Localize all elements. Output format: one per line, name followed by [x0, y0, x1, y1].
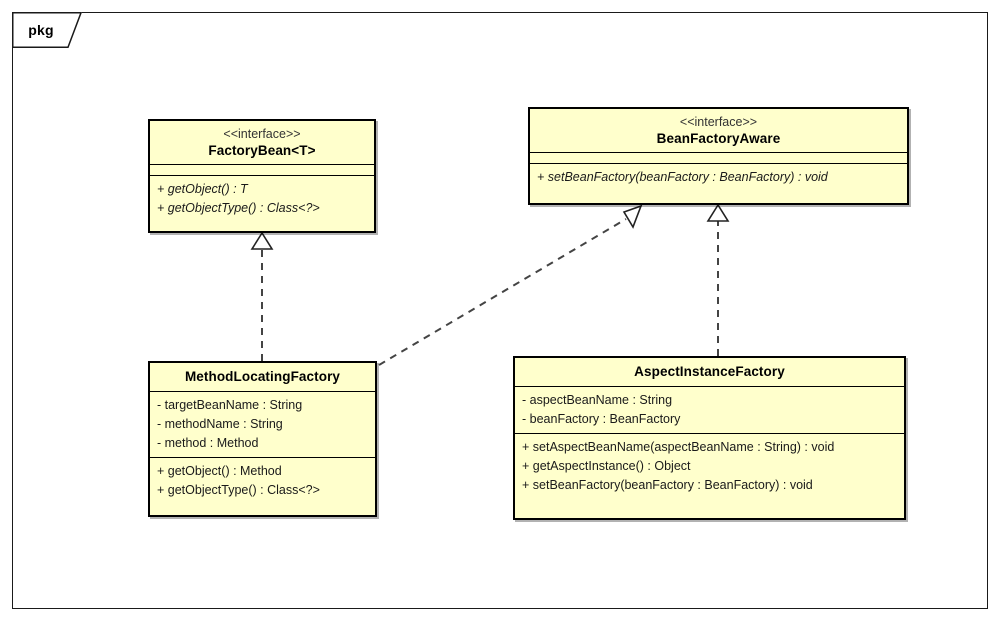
class-stereotype: <<interface>> [223, 127, 301, 141]
class-box-aspectinstancefactory[interactable]: AspectInstanceFactory - aspectBeanName :… [513, 356, 906, 520]
attributes-compartment [150, 164, 374, 175]
attributes-compartment [530, 152, 907, 163]
attribute-row: - method : Method [157, 436, 259, 451]
attribute-row: - targetBeanName : String [157, 398, 303, 413]
class-box-beanfactoryaware[interactable]: <<interface>> BeanFactoryAware + setBean… [528, 107, 909, 205]
attribute-row: - beanFactory : BeanFactory [522, 412, 681, 427]
operation-row: + getAspectInstance() : Object [522, 459, 691, 474]
operations-compartment: + setAspectBeanName(aspectBeanName : Str… [515, 433, 904, 499]
operation-row: + setBeanFactory(beanFactory : BeanFacto… [537, 170, 828, 185]
operation-row: + setBeanFactory(beanFactory : BeanFacto… [522, 478, 813, 493]
attribute-row: - methodName : String [157, 417, 283, 432]
package-frame [12, 12, 988, 609]
class-header: MethodLocatingFactory [150, 363, 375, 391]
class-title: FactoryBean<T> [208, 143, 316, 158]
class-box-factorybean[interactable]: <<interface>> FactoryBean<T> + getObject… [148, 119, 376, 233]
package-label: pkg [28, 22, 54, 38]
operation-row: + getObject() : Method [157, 464, 282, 479]
class-box-methodlocatingfactory[interactable]: MethodLocatingFactory - targetBeanName :… [148, 361, 377, 517]
class-header: <<interface>> BeanFactoryAware [530, 109, 907, 152]
attributes-compartment: - targetBeanName : String - methodName :… [150, 391, 375, 457]
operations-compartment: + setBeanFactory(beanFactory : BeanFacto… [530, 163, 907, 191]
operation-row: + getObjectType() : Class<?> [157, 201, 320, 216]
attributes-compartment: - aspectBeanName : String - beanFactory … [515, 386, 904, 433]
attribute-row: - aspectBeanName : String [522, 393, 673, 408]
operations-compartment: + getObject() : Method + getObjectType()… [150, 457, 375, 504]
class-title: AspectInstanceFactory [634, 364, 785, 379]
operation-row: + getObject() : T [157, 182, 248, 197]
class-header: AspectInstanceFactory [515, 358, 904, 386]
operation-row: + getObjectType() : Class<?> [157, 483, 320, 498]
package-tab-shape [12, 12, 82, 48]
class-header: <<interface>> FactoryBean<T> [150, 121, 374, 164]
operation-row: + setAspectBeanName(aspectBeanName : Str… [522, 440, 835, 455]
class-title: MethodLocatingFactory [184, 369, 341, 384]
class-stereotype: <<interface>> [679, 115, 758, 129]
class-title: BeanFactoryAware [656, 131, 781, 146]
operations-compartment: + getObject() : T + getObjectType() : Cl… [150, 175, 374, 222]
package-tab: pkg [12, 12, 82, 48]
